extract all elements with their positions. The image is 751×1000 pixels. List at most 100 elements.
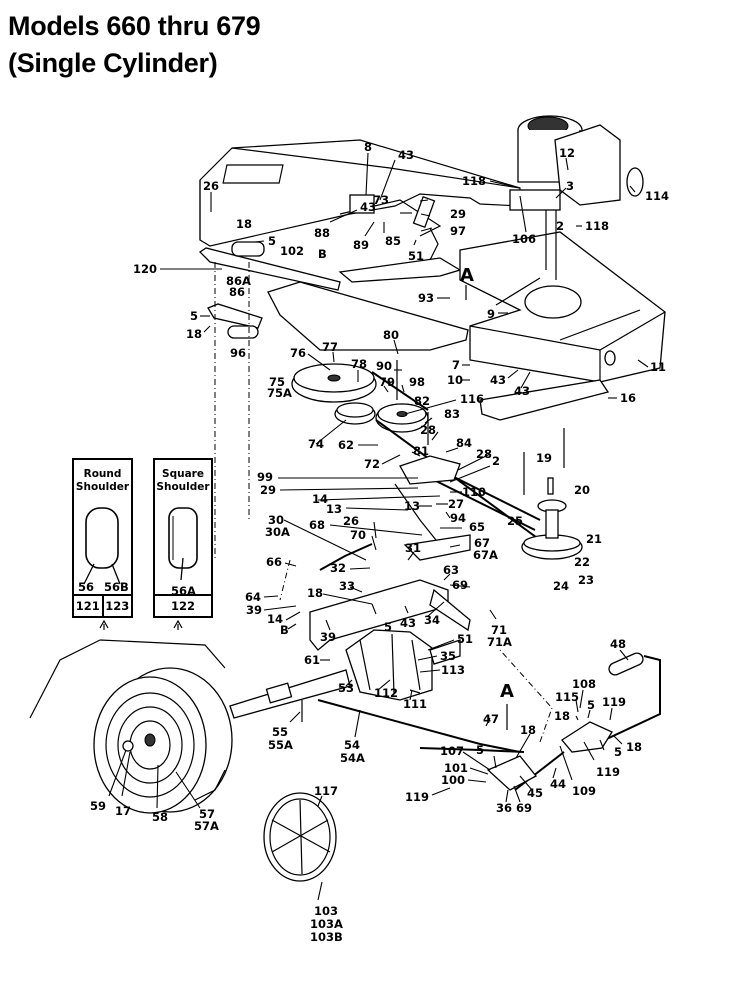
callout-100: 100: [441, 773, 465, 787]
dash-panel-assembly: [199, 139, 521, 261]
callout-69-b: 69: [516, 801, 532, 815]
callout-112: 112: [374, 686, 398, 700]
callout-59: 59: [90, 799, 106, 813]
part-56b: 56B: [104, 580, 129, 594]
callout-106: 106: [512, 232, 536, 246]
linkage: [279, 455, 471, 601]
callout-119-b: 119: [596, 765, 620, 779]
callout-48: 48: [610, 637, 626, 651]
reference-marker-a-top: A: [460, 265, 474, 286]
callout-77: 77: [322, 340, 338, 354]
reference-marker-a-bottom: A: [500, 681, 514, 702]
leader-lines: [108, 152, 649, 901]
callout-66: 66: [266, 555, 282, 569]
callout-116: 116: [460, 392, 484, 406]
callout-13: 13: [326, 502, 342, 516]
callout-63: 63: [443, 563, 459, 577]
callout-8: 8: [364, 140, 372, 154]
diagram-title-models: Models 660 thru 679: [8, 11, 261, 41]
round-shoulder-tire-icon: [83, 507, 121, 585]
inset-square-shoulder: Square Shoulder 56A 122: [153, 458, 213, 618]
callout-43: 43: [398, 148, 414, 162]
square-shoulder-tire-icon: [168, 507, 198, 581]
callout-17: 17: [115, 804, 131, 818]
callout-71: 71: [491, 623, 507, 637]
wheel-cover: [263, 792, 337, 882]
inset-pointer-lines: [29, 619, 226, 719]
front-bumper-plate: [198, 241, 341, 560]
callout-labels: 8 43 26 73 43 29 97 88 89 85 51 18 5 102…: [90, 140, 669, 944]
callout-107: 107: [440, 744, 464, 758]
callout-32: 32: [330, 561, 346, 575]
callout-18-e: 18: [626, 740, 642, 754]
callout-57: 57: [199, 807, 215, 821]
callout-79: 79: [379, 375, 395, 389]
callout-86a: 86A: [226, 274, 251, 288]
callout-9: 9: [487, 307, 495, 321]
callout-102: 102: [280, 244, 304, 258]
callout-28-b: 28: [476, 447, 492, 461]
inset-round-heading-line1: Round: [83, 468, 122, 480]
callout-76: 76: [290, 346, 306, 360]
callout-57a: 57A: [194, 819, 219, 833]
callout-68: 68: [309, 518, 325, 532]
callout-111: 111: [403, 697, 427, 711]
callout-18-c: 18: [307, 586, 323, 600]
callout-74: 74: [308, 437, 324, 451]
callout-35: 35: [440, 649, 456, 663]
callout-62: 62: [338, 438, 354, 452]
reference-b-top: B: [318, 247, 327, 261]
callout-78: 78: [351, 357, 367, 371]
callout-39-b: 39: [320, 630, 336, 644]
callout-43-c: 43: [490, 373, 506, 387]
callout-93: 93: [418, 291, 434, 305]
callout-113: 113: [441, 663, 465, 677]
callout-83: 83: [444, 407, 460, 421]
callout-75: 75: [269, 375, 285, 389]
part-121: 121: [75, 599, 100, 613]
callout-18-b: 18: [186, 327, 202, 341]
callout-97: 97: [450, 224, 466, 238]
callout-99: 99: [257, 470, 273, 484]
inset-square-heading-line1: Square: [162, 468, 204, 480]
callout-26: 26: [203, 179, 219, 193]
callout-103b: 103B: [310, 930, 343, 944]
part-122: 122: [170, 599, 195, 613]
callout-10: 10: [447, 373, 463, 387]
callout-22: 22: [574, 555, 590, 569]
inset-square-cells: 122: [155, 594, 211, 616]
callout-55a: 55A: [268, 738, 293, 752]
callout-120: 120: [133, 262, 157, 276]
callout-67: 67: [474, 536, 490, 550]
callout-39: 39: [246, 603, 262, 617]
inset-round-shoulder: Round Shoulder 56 56B 121 123: [72, 458, 133, 618]
callout-36: 36: [496, 801, 512, 815]
callout-5: 5: [268, 234, 276, 248]
callout-30a: 30A: [265, 525, 290, 539]
callout-51: 51: [408, 249, 424, 263]
callout-119: 119: [602, 695, 626, 709]
callout-34: 34: [424, 613, 440, 627]
callout-80: 80: [383, 328, 399, 342]
inset-round-heading: Round Shoulder: [74, 468, 131, 494]
callout-84: 84: [456, 436, 472, 450]
callout-27: 27: [448, 497, 464, 511]
drive-belt: [429, 428, 583, 560]
callout-118: 118: [462, 174, 486, 188]
part-56: 56: [78, 580, 95, 594]
callout-3: 3: [566, 179, 574, 193]
callout-51-b: 51: [457, 632, 473, 646]
callout-18-f: 18: [520, 723, 536, 737]
reference-b-bottom: B: [280, 623, 289, 637]
callout-54a: 54A: [340, 751, 365, 765]
callout-86: 86: [229, 285, 245, 299]
callout-14: 14: [312, 492, 328, 506]
callout-25: 25: [507, 514, 523, 528]
callout-98: 98: [409, 375, 425, 389]
callout-2: 2: [556, 219, 564, 233]
callout-54: 54: [344, 738, 360, 752]
callout-103a: 103A: [310, 917, 343, 931]
callout-117: 117: [314, 784, 338, 798]
callout-26-b: 26: [343, 514, 359, 528]
callout-81: 81: [413, 444, 429, 458]
